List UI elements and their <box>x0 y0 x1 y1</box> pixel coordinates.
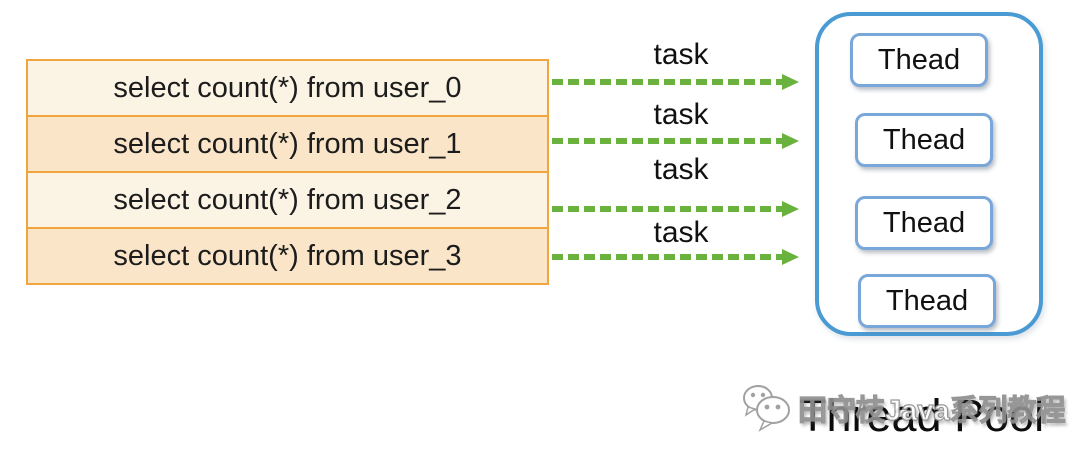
task-label: task <box>653 216 709 249</box>
task-label: task <box>653 98 709 131</box>
thread-pool-title: Thread Pool <box>799 390 1045 441</box>
thread-box: Thead <box>855 196 993 250</box>
arrow-head-icon <box>782 249 799 265</box>
sql-query-row: select count(*) from user_1 <box>28 117 547 173</box>
dashed-line <box>552 79 784 85</box>
thread-pool-container: Thead Thead Thead Thead <box>815 12 1043 336</box>
task-arrow <box>552 133 799 149</box>
task-arrow <box>552 201 799 217</box>
task-label: task <box>653 38 709 71</box>
sql-query-row: select count(*) from user_0 <box>28 61 547 117</box>
thread-box: Thead <box>850 33 988 87</box>
watermark: 田守枝Java系列教程 <box>738 381 1066 435</box>
sql-query-table: select count(*) from user_0 select count… <box>26 59 549 285</box>
task-arrow <box>552 74 799 90</box>
task-label: task <box>653 153 709 186</box>
task-arrow <box>552 249 799 265</box>
arrow-head-icon <box>782 74 799 90</box>
dashed-line <box>552 206 784 212</box>
arrow-head-icon <box>782 201 799 217</box>
arrow-head-icon <box>782 133 799 149</box>
sql-query-row: select count(*) from user_3 <box>28 229 547 283</box>
sql-query-row: select count(*) from user_2 <box>28 173 547 229</box>
dashed-line <box>552 254 784 260</box>
watermark-text: 田守枝Java系列教程 <box>797 394 1066 427</box>
wechat-icon <box>743 385 790 432</box>
thread-box: Thead <box>855 113 993 167</box>
dashed-line <box>552 138 784 144</box>
thread-box: Thead <box>858 274 996 328</box>
